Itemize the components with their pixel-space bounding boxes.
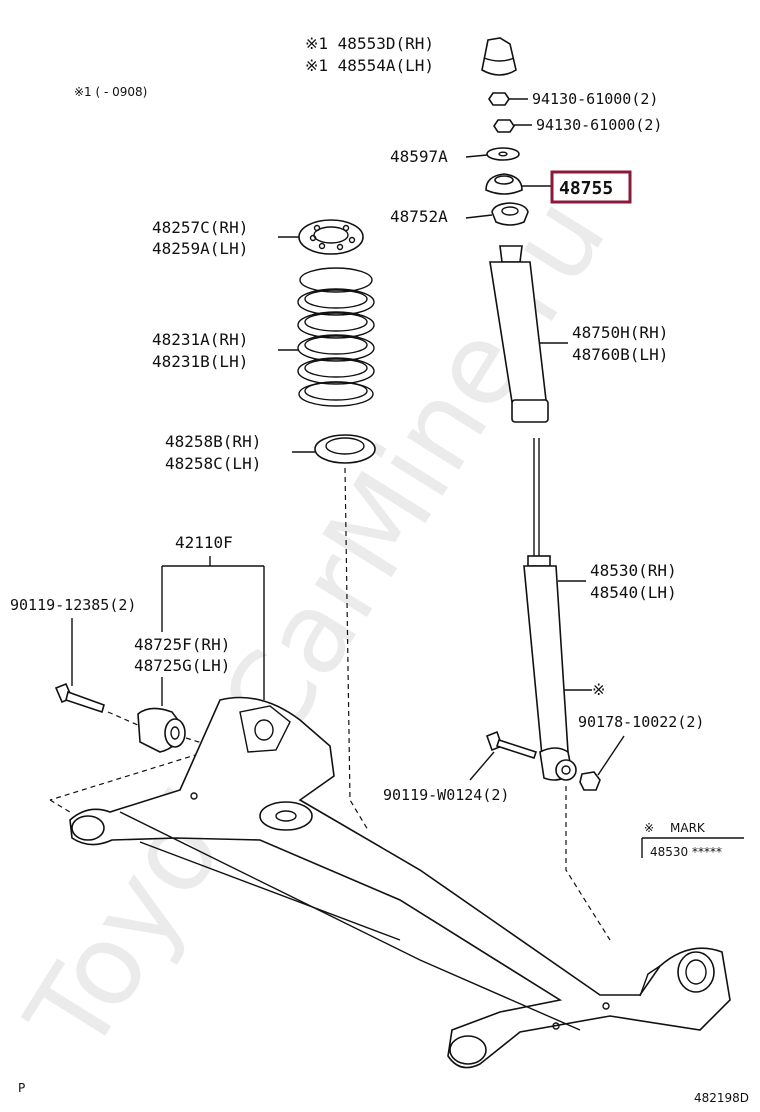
nut-part-1[interactable]: [488, 92, 510, 106]
callout-bump-stop-rh[interactable]: ※1 48553D(RH): [305, 34, 434, 53]
callout-nut-2[interactable]: 94130-61000(2): [536, 116, 662, 134]
bearing-part[interactable]: [491, 202, 529, 226]
upper-insulator-part[interactable]: [298, 219, 364, 255]
callout-washer[interactable]: 48597A: [390, 147, 448, 166]
mark-note: ※ MARK 48530 *****: [641, 821, 744, 859]
callout-bump-stop-lh[interactable]: ※1 48554A(LH): [305, 56, 434, 75]
lower-bolt-part[interactable]: [485, 730, 538, 760]
callout-lower-insulator-lh[interactable]: 48258C(LH): [165, 454, 261, 473]
figure-number: 482198D: [694, 1091, 749, 1105]
callout-spring-lh[interactable]: 48231B(LH): [152, 352, 248, 371]
callout-upper-insulator-rh[interactable]: 48257C(RH): [152, 218, 248, 237]
callout-beam[interactable]: 42110F: [175, 533, 233, 552]
mark-note-value: 48530 *****: [650, 845, 722, 859]
callout-upper-insulator-lh[interactable]: 48259A(LH): [152, 239, 248, 258]
lower-insulator-part[interactable]: [314, 434, 376, 464]
support-part[interactable]: [485, 173, 523, 195]
date-note: ※1 ( - 0908): [74, 85, 147, 99]
callout-beam-bolt[interactable]: 90119-12385(2): [10, 596, 136, 614]
callout-nut-1[interactable]: 94130-61000(2): [532, 90, 658, 108]
washer-part[interactable]: [486, 147, 520, 161]
shock-absorber-part[interactable]: [523, 438, 577, 781]
callout-boot-lh[interactable]: 48760B(LH): [572, 345, 668, 364]
callout-absorber-lh[interactable]: 48540(LH): [590, 583, 677, 602]
callout-support[interactable]: 48755: [559, 178, 613, 199]
lower-nut-part[interactable]: [579, 771, 601, 791]
callout-absorber-mark[interactable]: ※: [592, 680, 605, 699]
callout-spring-rh[interactable]: 48231A(RH): [152, 330, 248, 349]
mark-note-title: MARK: [670, 821, 706, 835]
beam-bolt-part[interactable]: [54, 682, 105, 714]
callout-boot-rh[interactable]: 48750H(RH): [572, 323, 668, 342]
callout-bearing[interactable]: 48752A: [390, 207, 448, 226]
bushing-part[interactable]: [137, 707, 186, 753]
callout-absorber-rh[interactable]: 48530(RH): [590, 561, 677, 580]
support-highlight-box: [550, 170, 632, 204]
nut-part-2[interactable]: [493, 119, 515, 133]
callout-lower-nut[interactable]: 90178-10022(2): [578, 713, 704, 731]
callout-bushing-rh[interactable]: 48725F(RH): [134, 635, 230, 654]
bump-stop-part[interactable]: [481, 37, 517, 76]
callout-bushing-lh[interactable]: 48725G(LH): [134, 656, 230, 675]
callout-lower-bolt[interactable]: 90119-W0124(2): [383, 786, 509, 804]
axle-beam-part[interactable]: [69, 696, 731, 1069]
corner-code: P: [18, 1081, 25, 1095]
mark-note-symbol: ※: [644, 821, 654, 835]
boot-part[interactable]: [489, 245, 549, 423]
callout-lower-insulator-rh[interactable]: 48258B(RH): [165, 432, 261, 451]
coil-spring-part[interactable]: [297, 267, 375, 407]
